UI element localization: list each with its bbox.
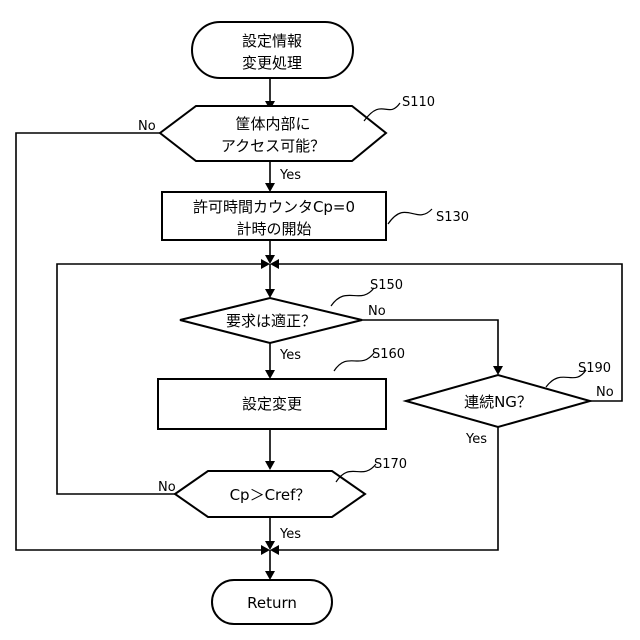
start-label-line1: 設定情報 (242, 32, 302, 50)
s170-label: Cp＞Cref？ (230, 486, 311, 504)
s130-label-line2: 計時の開始 (236, 220, 311, 238)
s190-yes-label: Yes (465, 432, 487, 447)
end-terminator: Return (212, 580, 332, 624)
s170-no-label: No (158, 480, 176, 495)
s150-label: 要求は適正？ (226, 312, 316, 330)
s110-label-line1: 筐体内部に (235, 115, 310, 133)
end-label: Return (247, 594, 297, 612)
s110-step-label: S110 (402, 95, 435, 110)
s190-step-label: S190 (578, 361, 611, 376)
s110-leader (364, 103, 400, 121)
s150-no-label: No (368, 304, 386, 319)
s110-no-label: No (138, 119, 156, 134)
decision-s170: Cp＞Cref？ (175, 471, 365, 517)
s130-leader (388, 209, 432, 224)
s110-label-line2: アクセス可能？ (221, 137, 325, 155)
s170-step-label: S170 (374, 457, 407, 472)
s150-yes-label: Yes (279, 348, 301, 363)
s150-step-label: S150 (370, 278, 403, 293)
s130-step-label: S130 (436, 210, 469, 225)
s130-label-line1: 許可時間カウンタCp=0 (193, 198, 355, 216)
s190-label: 連続NG？ (464, 393, 532, 411)
decision-s110: 筐体内部に アクセス可能？ (160, 106, 386, 161)
process-s160: 設定変更 (158, 379, 386, 429)
start-terminator: 設定情報 変更処理 (192, 22, 353, 78)
s170-yes-label: Yes (279, 527, 301, 542)
s190-no-label: No (596, 385, 614, 400)
s110-yes-label: Yes (279, 168, 301, 183)
decision-s190: 連続NG？ (406, 375, 590, 427)
s160-step-label: S160 (372, 347, 405, 362)
s160-leader (334, 353, 374, 371)
start-label-line2: 変更処理 (242, 54, 302, 72)
s160-label: 設定変更 (242, 395, 302, 413)
decision-s150: 要求は適正？ (180, 298, 362, 343)
process-s130: 許可時間カウンタCp=0 計時の開始 (162, 192, 386, 240)
